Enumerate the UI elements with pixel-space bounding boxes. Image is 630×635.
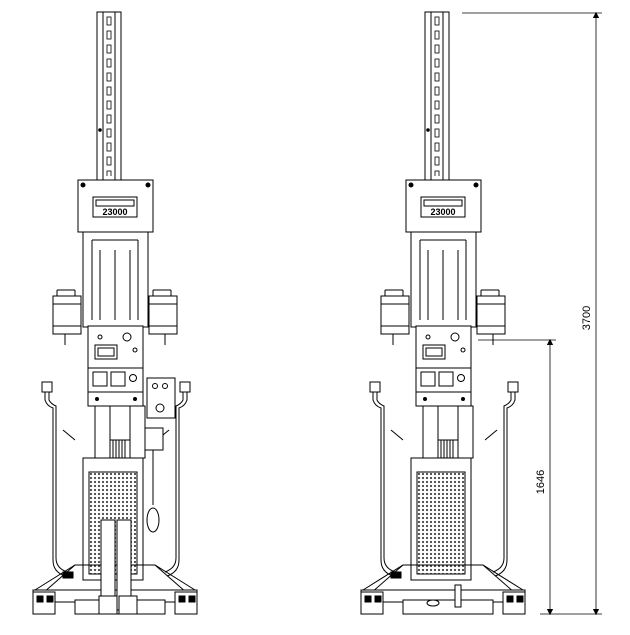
left-elevation-view: 23000: [32, 11, 198, 615]
base-detail: [426, 584, 462, 608]
right-model-badge: 23000: [430, 207, 455, 217]
side-accessory-panel: [98, 377, 176, 615]
dimension-overall-label: 3700: [581, 306, 593, 330]
dimension-upper-label: 1646: [535, 470, 547, 494]
right-elevation-view: 23000: [360, 11, 526, 615]
dimension-upper: [478, 338, 556, 616]
left-model-badge: 23000: [102, 207, 127, 217]
